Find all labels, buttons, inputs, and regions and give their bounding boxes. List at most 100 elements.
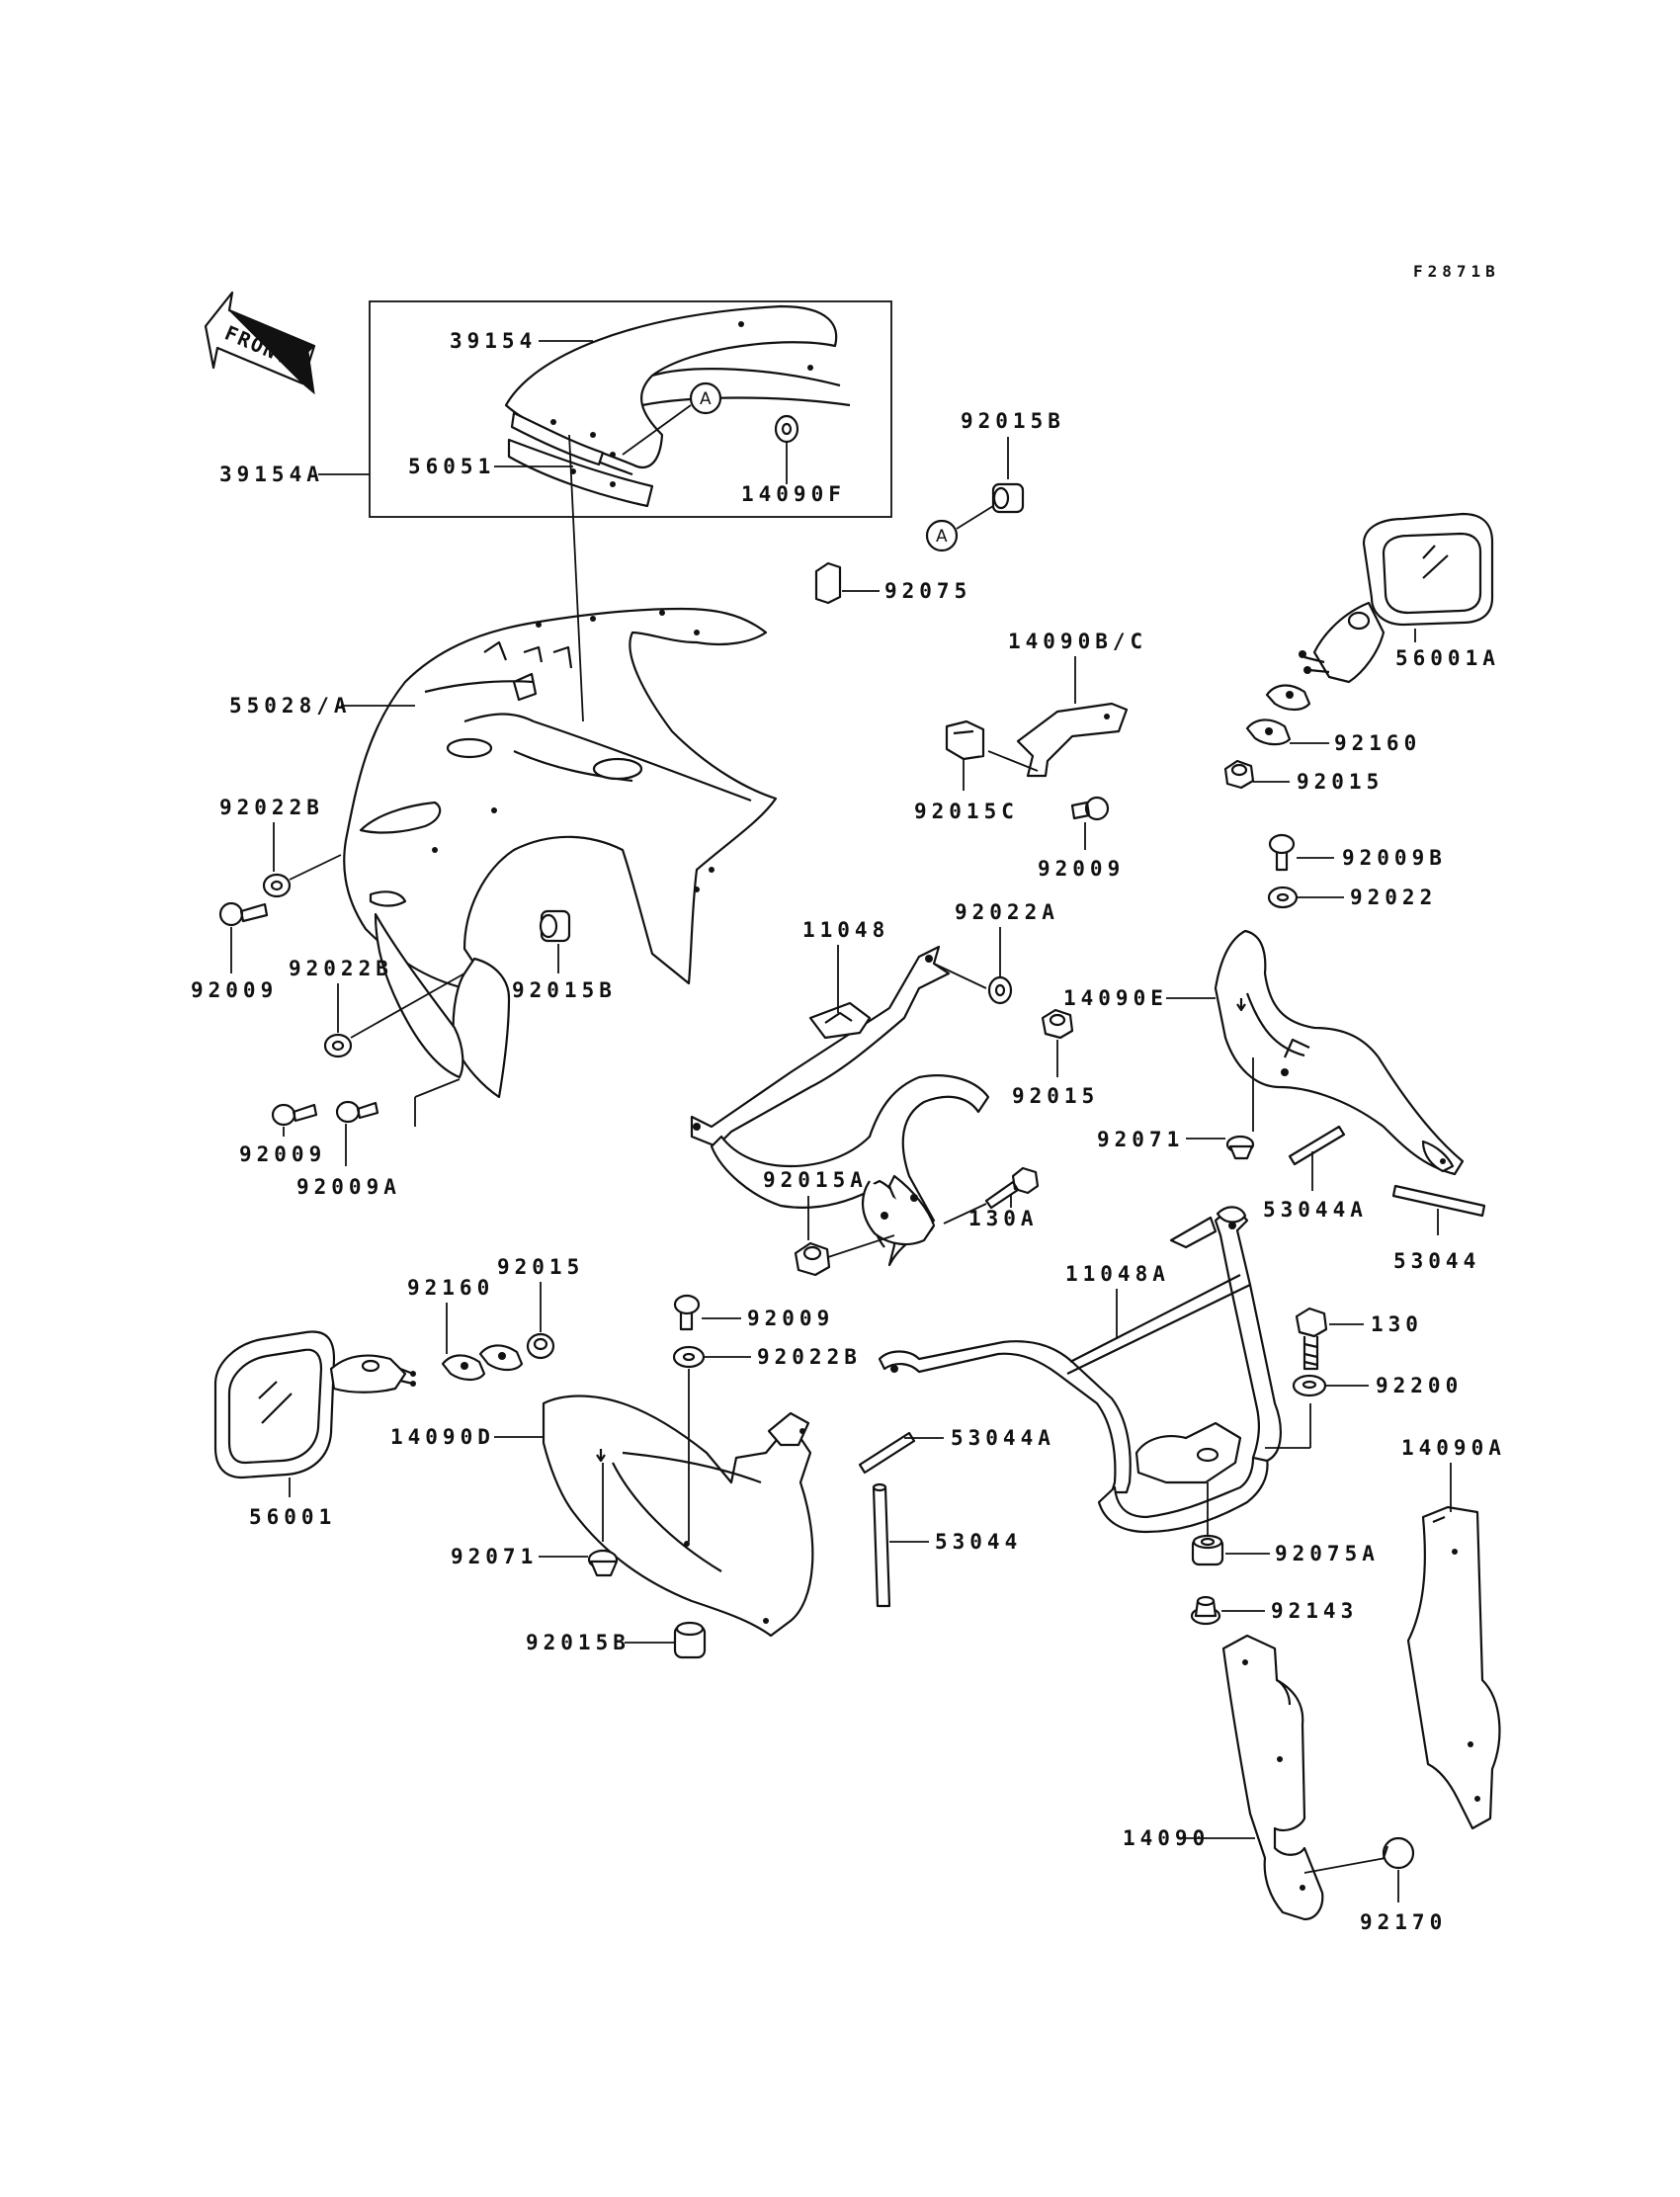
damper-92075a <box>1191 1534 1224 1566</box>
label-130a: 130A <box>968 1207 1039 1230</box>
bracket-14090bc <box>1016 702 1129 778</box>
label-56051: 56051 <box>408 455 495 478</box>
label-92022-right: 92022 <box>1350 886 1437 909</box>
bracket-14090e <box>1214 929 1465 1176</box>
rod-53044-low <box>872 1485 891 1608</box>
ref-marker-a-right: A <box>925 505 994 552</box>
screw-92009a <box>335 1100 379 1124</box>
label-92022b-left: 92022B <box>219 796 324 819</box>
label-92160-right: 92160 <box>1334 731 1421 755</box>
panel-14090 <box>1221 1634 1324 1921</box>
label-53044-low: 53044 <box>935 1530 1022 1554</box>
label-92200: 92200 <box>1376 1374 1463 1397</box>
label-92015b-left: 92015B <box>512 978 617 1002</box>
inner-cover-14090d <box>542 1394 814 1638</box>
label-53044a-right: 53044A <box>1263 1198 1368 1222</box>
collar-92143 <box>1190 1595 1221 1626</box>
label-92015-right: 92015 <box>1297 770 1384 794</box>
rod-53044-right <box>1391 1184 1486 1218</box>
label-14090d: 14090D <box>390 1425 495 1449</box>
washer-92200 <box>1292 1374 1327 1397</box>
label-92015-left: 92015 <box>497 1255 584 1279</box>
label-130: 130 <box>1371 1312 1423 1336</box>
label-14090a: 14090A <box>1401 1436 1506 1460</box>
clip-92015c <box>945 719 985 761</box>
label-92075a: 92075A <box>1275 1542 1380 1565</box>
nut-92015-mid <box>1041 1008 1074 1040</box>
leader-windshield-to-cowl <box>568 434 584 722</box>
label-92015-mid: 92015 <box>1012 1084 1099 1108</box>
label-92015c: 92015C <box>914 800 1019 823</box>
label-53044-right: 53044 <box>1393 1249 1480 1273</box>
mirror-56001 <box>213 1330 416 1479</box>
bolt-130 <box>1295 1307 1328 1371</box>
label-92022a: 92022A <box>955 900 1059 924</box>
bushing-92015b-left <box>539 909 571 943</box>
label-14090e: 14090E <box>1063 986 1168 1010</box>
plate-92160-right <box>1245 684 1311 746</box>
nut-92015a <box>794 1241 831 1277</box>
label-92009-left2: 92009 <box>239 1142 326 1166</box>
rod-53044a-low <box>858 1431 916 1475</box>
mirror-56001a <box>1299 512 1494 684</box>
label-92015a: 92015A <box>763 1168 868 1192</box>
screw-92009-low <box>673 1294 701 1331</box>
screw-92009b <box>1268 833 1296 872</box>
screw-92009-left2 <box>271 1103 318 1127</box>
label-92009-left: 92009 <box>191 978 278 1002</box>
label-56001a: 56001A <box>1395 646 1500 670</box>
windshield-part <box>504 304 851 508</box>
label-92009a: 92009A <box>296 1175 401 1199</box>
label-92022b-low: 92022B <box>757 1345 862 1369</box>
label-92015b-top: 92015B <box>961 409 1065 433</box>
bushing-92015b-top <box>991 482 1025 514</box>
ref-marker-a-top: A <box>622 381 722 456</box>
panel-14090a <box>1406 1505 1501 1830</box>
windshield-kit-box <box>369 300 892 518</box>
plate-92160-left <box>441 1344 524 1382</box>
bushing-92015b-low <box>673 1621 707 1659</box>
label-92071-right: 92071 <box>1097 1128 1184 1151</box>
nut-92015-left <box>526 1332 555 1360</box>
stay-11048 <box>690 945 990 1267</box>
label-92075: 92075 <box>884 579 971 603</box>
nut-92015-right <box>1223 759 1255 790</box>
label-92015b-low: 92015B <box>526 1631 630 1654</box>
label-92009b: 92009B <box>1342 846 1447 870</box>
washer-92022a <box>987 975 1013 1005</box>
clip-92075 <box>814 561 842 605</box>
label-11048: 11048 <box>802 918 889 942</box>
bolt-130a <box>984 1166 1040 1210</box>
label-92022b-left2: 92022B <box>289 957 393 980</box>
screw-92009-mid <box>1070 796 1110 821</box>
label-11048a: 11048A <box>1065 1262 1170 1286</box>
washer-92022b-low <box>672 1345 706 1369</box>
label-92071-low: 92071 <box>451 1545 538 1568</box>
label-92160-left: 92160 <box>407 1276 494 1300</box>
grommet-92071-right <box>1225 1135 1255 1160</box>
label-14090: 14090 <box>1123 1826 1210 1850</box>
plug-92170 <box>1382 1836 1415 1870</box>
label-92170: 92170 <box>1360 1910 1447 1934</box>
label-92143: 92143 <box>1271 1599 1358 1623</box>
figure-code: F2871B <box>1413 262 1500 281</box>
washer-92022-right <box>1267 886 1299 909</box>
label-39154a: 39154A <box>219 463 324 486</box>
rod-53044a-right <box>1288 1125 1346 1166</box>
label-92009-low: 92009 <box>747 1307 834 1330</box>
ref-marker-a-top-label: A <box>700 389 712 409</box>
grommet-92071-low <box>587 1549 619 1577</box>
label-92009-mid: 92009 <box>1038 857 1125 881</box>
upper-cowl-part <box>343 607 778 1099</box>
front-arrow-icon: FRONT <box>204 291 316 395</box>
label-14090bc: 14090B/C <box>1008 630 1147 653</box>
label-56001: 56001 <box>249 1505 336 1529</box>
label-55028a: 55028/A <box>229 694 352 718</box>
ref-marker-a-right-label: A <box>936 527 948 547</box>
label-39154: 39154 <box>450 329 537 353</box>
stay-11048a <box>878 1206 1282 1534</box>
screw-92009-left <box>218 901 269 927</box>
label-14090f: 14090F <box>741 482 846 506</box>
label-53044a-low: 53044A <box>951 1426 1055 1450</box>
